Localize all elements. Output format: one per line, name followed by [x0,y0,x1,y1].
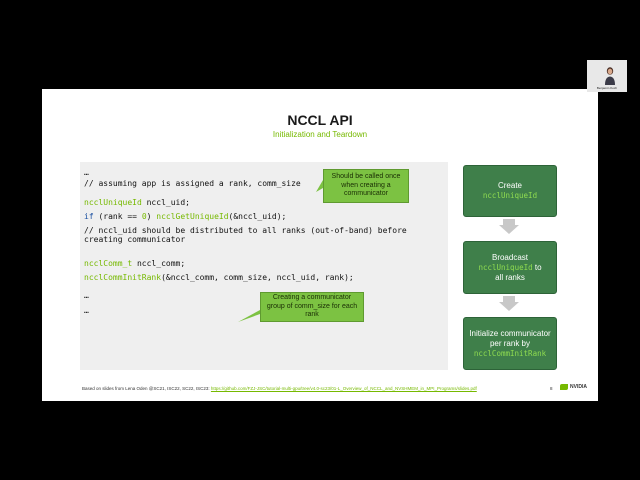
footer: Based on slides from Lena Oden @SC21, IS… [82,386,477,391]
flow-arrow-2 [499,302,519,311]
code-line-6: // nccl_uid should be distributed to all… [84,226,407,235]
speaker-person-icon [605,67,615,85]
code-block: … // assuming app is assigned a rank, co… [80,162,448,370]
code-line-1: … [84,168,89,177]
type-ncclUniqueId: ncclUniqueId [84,198,142,207]
code-line-12: … [84,306,89,315]
code-line-4: ncclUniqueId nccl_uid; [84,198,190,207]
flow-step-broadcast: Broadcast ncclUniqueId to all ranks [463,241,557,294]
flow-step-create: Create ncclUniqueId [463,165,557,217]
code-line-7: creating communicator [84,235,186,244]
code-line-5: if (rank == 0) ncclGetUniqueId(&nccl_uid… [84,212,287,221]
flow-step-init: Initialize communicator per rank by nccl… [463,317,557,370]
slide-title: NCCL API [287,112,353,128]
flow-arrow-1 [499,225,519,234]
flow-arrow-1-stem [503,219,515,225]
footer-link[interactable]: https://github.com/FZJ-JSC/tutorial-mult… [210,386,477,391]
callout-comm-init: Creating a communicator group of comm_si… [260,292,364,322]
speaker-name: Benjamin Koch [596,86,618,90]
callout-unique-id: Should be called once when creating a co… [323,169,409,203]
code-line-2: // assuming app is assigned a rank, comm… [84,179,301,188]
slide: NCCL API Initialization and Teardown … /… [42,89,598,401]
page-number: 8 [550,386,553,391]
nvidia-eye-icon [560,384,568,390]
slide-subtitle: Initialization and Teardown [272,130,368,139]
flow-arrow-2-stem [503,296,515,302]
callout-pointers [238,180,323,322]
nvidia-logo: NVIDIA [560,384,587,390]
code-line-9: ncclComm_t nccl_comm; [84,259,186,268]
speaker-video-thumbnail[interactable]: Benjamin Koch [587,60,627,92]
code-line-10: ncclCommInitRank(&nccl_comm, comm_size, … [84,273,354,282]
code-line-11: … [84,291,89,300]
